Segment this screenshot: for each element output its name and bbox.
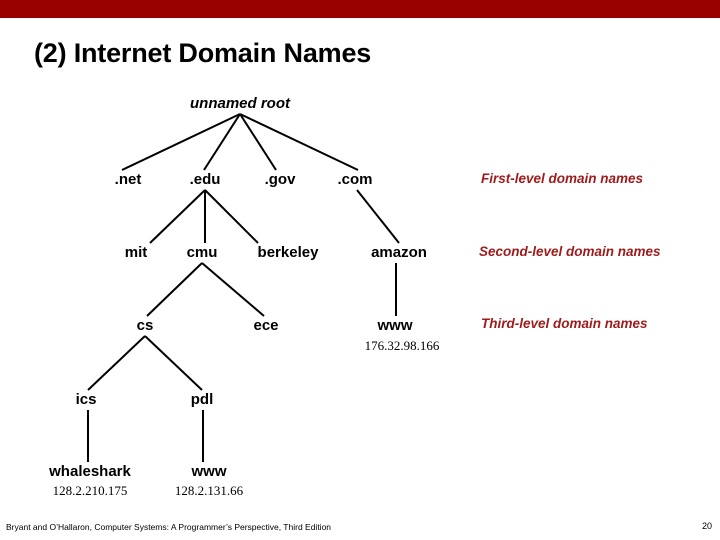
- tree-edge-cmu-to-cs: [146, 262, 203, 317]
- tree-node-ece: ece: [253, 317, 278, 334]
- tree-node-whaleshark: whaleshark: [48, 463, 131, 480]
- tree-edge-com-to-amazon: [356, 189, 400, 244]
- tree-node-edu: .edu: [190, 171, 221, 188]
- tree-edge-cmu-to-ece: [201, 262, 265, 317]
- tree-edge-root-to-com: [239, 113, 359, 171]
- tree-node-mit: mit: [125, 244, 148, 261]
- tree-edge-edu-to-mit: [149, 189, 206, 244]
- tree-node-berkeley: berkeley: [258, 244, 320, 261]
- tree-edge-root-to-edu: [203, 113, 241, 171]
- tree-node-com: .com: [337, 171, 372, 188]
- tree-node-amazon: amazon: [371, 244, 427, 261]
- tree-node-root: unnamed root: [190, 95, 291, 112]
- tree-edge-cs-to-pdl: [144, 335, 203, 391]
- ip-address-labels: 176.32.98.166 128.2.210.175 128.2.131.66: [53, 338, 440, 498]
- tree-node-cs: cs: [137, 317, 154, 334]
- tree-edge-edu-to-berkeley: [204, 189, 259, 244]
- level-annotation-1: First-level domain names: [481, 171, 644, 186]
- tree-edge-cs-to-ics: [87, 335, 146, 391]
- tree-node-ics: ics: [76, 391, 97, 408]
- tree-node-gov: .gov: [265, 171, 296, 188]
- tree-node-net: .net: [115, 171, 142, 188]
- tree-node-www-amazon: www: [376, 317, 412, 334]
- top-accent-bar: [0, 0, 720, 18]
- footer-page-number: 20: [701, 521, 712, 531]
- tree-nodes: unnamed root .net .edu .gov .com mit cmu berkel…: [48, 95, 427, 480]
- tree-edges: [87, 113, 400, 462]
- level-annotation-2: Second-level domain names: [479, 244, 661, 259]
- tree-node-cmu: cmu: [187, 244, 218, 261]
- level-annotation-3: Third-level domain names: [481, 316, 648, 331]
- page-title: (2) Internet Domain Names: [34, 38, 372, 68]
- ip-address-www-amazon: 176.32.98.166: [365, 338, 440, 353]
- footer-citation: Bryant and O’Hallaron, Computer Systems:…: [6, 522, 332, 532]
- tree-node-www-pdl: www: [190, 463, 226, 480]
- ip-address-whaleshark: 128.2.210.175: [53, 483, 128, 498]
- ip-address-www-pdl: 128.2.131.66: [175, 483, 244, 498]
- tree-node-pdl: pdl: [191, 391, 214, 408]
- tree-edge-root-to-net: [121, 113, 241, 171]
- tree-edge-root-to-gov: [239, 113, 277, 171]
